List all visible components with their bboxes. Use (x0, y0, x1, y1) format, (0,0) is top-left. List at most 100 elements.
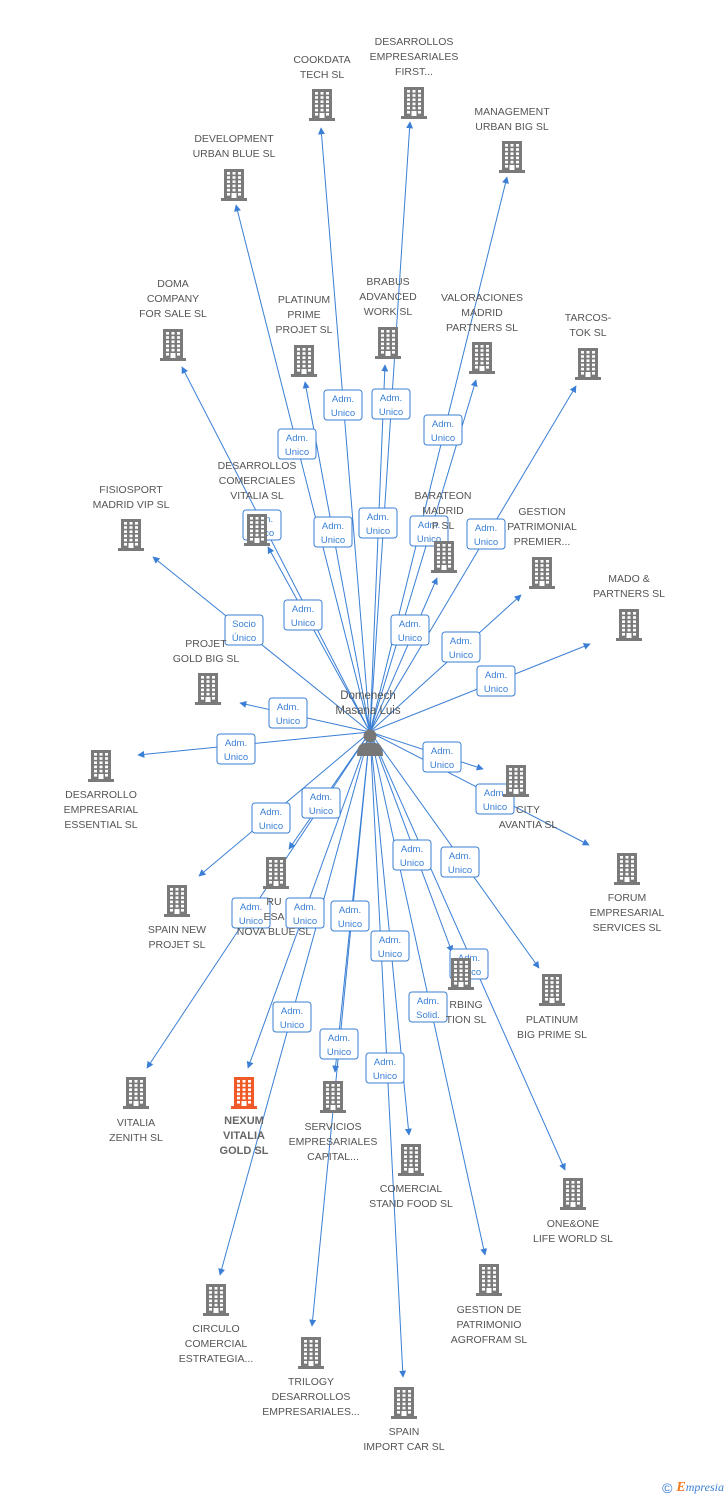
company-label: URBAN BIG SL (475, 121, 549, 133)
edge-label-forum[interactable]: Adm.Unico (475, 783, 515, 815)
edge-label-box[interactable] (285, 897, 325, 929)
edge-label-vitalia-zenith[interactable]: Adm.Unico (231, 897, 271, 929)
company-label: DESARROLLO (65, 789, 137, 801)
edge-label-box[interactable] (268, 697, 308, 729)
edge-label-trilogy[interactable]: Adm.Unico (319, 1028, 359, 1060)
company-node-gestion-premier[interactable]: GESTIONPATRIMONIALPREMIER... (507, 506, 577, 589)
edge-label-circulo[interactable]: Adm.Unico (272, 1001, 312, 1033)
edge-label-projet-gold[interactable]: Adm.Unico (268, 697, 308, 729)
edge-label-spain-new[interactable]: Adm.Unico (251, 802, 291, 834)
edge-label-orbing[interactable]: Adm.Unico (392, 839, 432, 871)
edge-label-brabus[interactable]: Adm.Unico (358, 507, 398, 539)
company-label: EMPRESARIAL (590, 907, 665, 919)
edge-label-box[interactable] (323, 389, 363, 421)
edge-label-tarcos[interactable]: Adm.Unico (466, 518, 506, 550)
edge-label-spain-import[interactable]: Adm.Unico (365, 1052, 405, 1084)
company-label: MANAGEMENT (474, 106, 550, 118)
edge-label-box[interactable] (358, 507, 398, 539)
edge-label-box[interactable] (313, 516, 353, 548)
edge-label-nexum[interactable]: Adm.Unico (285, 897, 325, 929)
company-node-trilogy[interactable]: TRILOGYDESARROLLOSEMPRESARIALES... (262, 1337, 360, 1418)
edge-label-box[interactable] (330, 900, 370, 932)
edge-label-desarrollos-first[interactable]: Adm.Unico (371, 388, 411, 420)
edge-label-nova-blue[interactable]: Adm.Unico (301, 787, 341, 819)
edge-label-valoraciones[interactable]: Adm.Unico (409, 515, 449, 547)
edge-label-box[interactable] (231, 897, 271, 929)
edge-label-platinum-prime[interactable]: Adm.Unico (313, 516, 353, 548)
company-node-circulo[interactable]: CIRCULOCOMERCIALESTRATEGIA... (179, 1284, 253, 1365)
edge-label-box[interactable] (301, 787, 341, 819)
edge-label-desarrollo-essential[interactable]: Adm.Unico (216, 733, 256, 765)
edge-label-barateon[interactable]: Adm.Unico (390, 614, 430, 646)
edge-label-mado[interactable]: Adm.Unico (476, 665, 516, 697)
edge-label-box[interactable] (422, 741, 462, 773)
edge-doma (181, 366, 371, 733)
edge-label-box[interactable] (409, 515, 449, 547)
edge-label-cookdata[interactable]: Adm.Unico (323, 389, 363, 421)
brand-logo: Empresia (676, 1480, 724, 1495)
edge-label-desarrollos-vitalia[interactable]: Adm.Unico (283, 599, 323, 631)
edge-label-box[interactable] (441, 631, 481, 663)
edge-label-comercial-stand[interactable]: Adm.Unico (370, 930, 410, 962)
company-node-management-urban[interactable]: MANAGEMENT URBAN BIG SL (474, 106, 550, 173)
edge-label-box[interactable] (283, 599, 323, 631)
edge-label-box[interactable] (216, 733, 256, 765)
company-node-tarcos[interactable]: TARCOS-TOK SL (565, 312, 612, 380)
edge-label-box[interactable] (392, 839, 432, 871)
edge-label-text: Unico (224, 752, 248, 763)
edge-label-box[interactable] (440, 846, 480, 878)
edge-label-box[interactable] (466, 518, 506, 550)
edge-label-box[interactable] (251, 802, 291, 834)
edge-label-management-urban[interactable]: Adm.Unico (423, 414, 463, 446)
edge-label-box[interactable] (390, 614, 430, 646)
edge-label-city-avantia[interactable]: Adm.Unico (422, 741, 462, 773)
edge-label-box[interactable] (408, 991, 448, 1023)
edge-label-servicios-capital[interactable]: Adm.Unico (330, 900, 370, 932)
edge-label-box[interactable] (365, 1052, 405, 1084)
edge-label-platinum-big[interactable]: Adm.Unico (440, 846, 480, 878)
edge-label-box[interactable] (371, 388, 411, 420)
edge-label-box[interactable] (319, 1028, 359, 1060)
edge-label-box[interactable] (476, 665, 516, 697)
edge-label-box[interactable] (370, 930, 410, 962)
edge-label-gestion-premier[interactable]: Adm.Unico (441, 631, 481, 663)
edge-label-box[interactable] (423, 414, 463, 446)
edge-label-gestion-agrofram[interactable]: Adm.Solid. (408, 991, 448, 1023)
edge-label-box[interactable] (277, 428, 317, 460)
company-node-servicios-capital[interactable]: SERVICIOSEMPRESARIALESCAPITAL... (289, 1081, 378, 1163)
building-icon (575, 348, 601, 380)
company-label: PLATINUM (526, 1014, 578, 1026)
edge-label-development-urban[interactable]: Adm.Unico (277, 428, 317, 460)
edge-label-box[interactable] (475, 783, 515, 815)
edge-label-box[interactable] (224, 614, 264, 646)
edge-label-box[interactable] (272, 1001, 312, 1033)
building-icon (203, 1284, 229, 1316)
company-node-desarrollos-first[interactable]: DESARROLLOSEMPRESARIALESFIRST... (370, 36, 459, 119)
company-node-mado[interactable]: MADO &PARTNERS SL (593, 573, 665, 641)
